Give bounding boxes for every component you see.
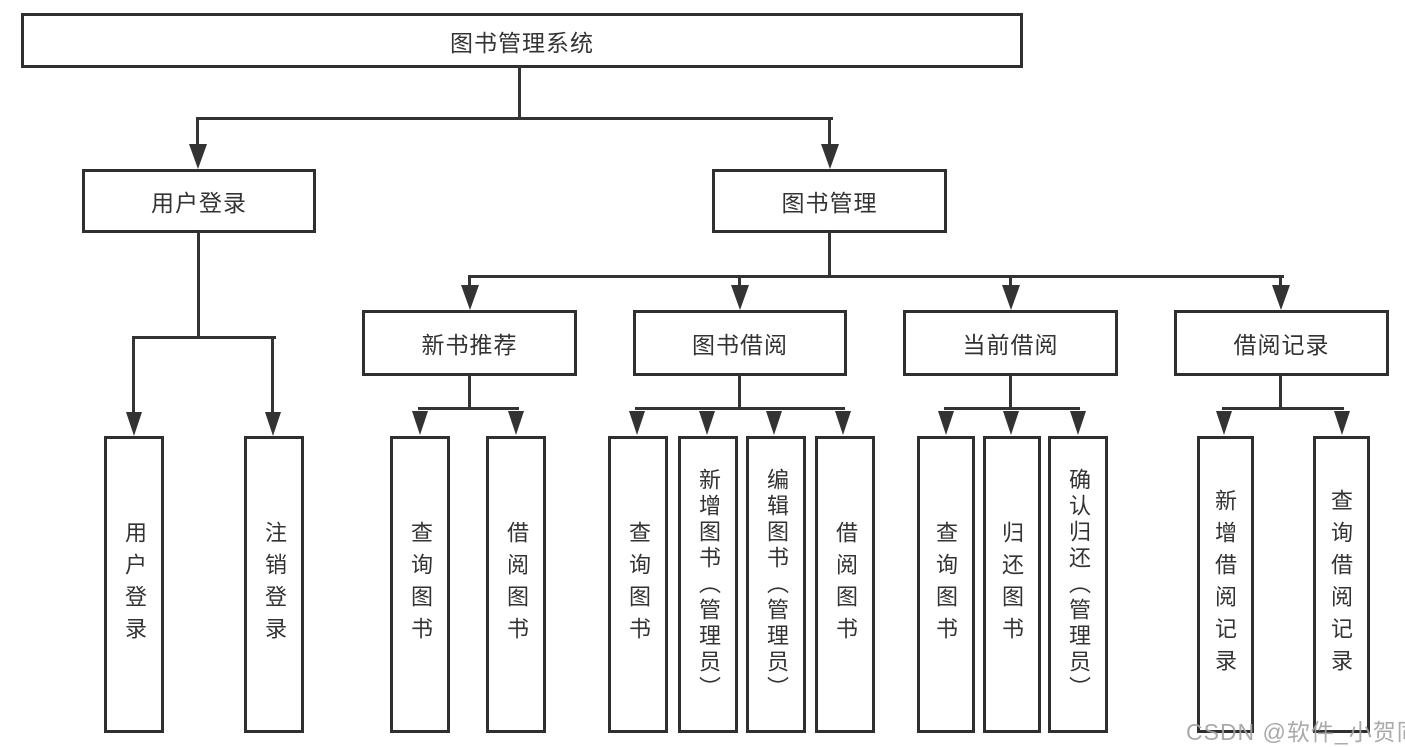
leaf-borrow-books-2: 借阅图书: [815, 436, 875, 733]
connector-stub: [738, 374, 741, 410]
leaf-user-login: 用户登录: [104, 436, 164, 733]
leaf-confirm-return-admin: 确认归还（管理员）: [1048, 436, 1108, 733]
arrow-down-icon: [1334, 411, 1350, 435]
connector-rail-new-books: [418, 407, 519, 410]
connector-root-stub: [518, 66, 521, 119]
arrow-down-icon: [1070, 411, 1086, 435]
connector-level2-rail: [468, 275, 1284, 278]
leaf-borrow-books-new: 借阅图书: [486, 436, 546, 733]
arrow-down-icon: [629, 411, 645, 435]
leaf-add-borrow-record: 新增借阅记录: [1197, 436, 1254, 733]
connector-drop-level2: [1279, 277, 1282, 289]
connector-rail-borrowing-records: [1222, 407, 1344, 410]
arrow-down-icon: [1272, 285, 1290, 310]
arrow-down-icon: [461, 285, 479, 310]
connector-rail-current-borrowing: [944, 407, 1080, 410]
arrow-down-icon: [821, 144, 839, 169]
arrow-down-icon: [189, 144, 207, 169]
node-new-book-recommendation: 新书推荐: [362, 310, 577, 376]
connector-drop-level2: [738, 277, 741, 289]
arrow-down-icon: [835, 411, 851, 435]
arrow-down-icon: [508, 411, 524, 435]
arrow-down-icon: [699, 411, 715, 435]
node-book-management: 图书管理: [712, 169, 947, 233]
node-user-login: 用户登录: [82, 169, 316, 233]
connector-drop-user-login: [196, 118, 199, 148]
leaf-query-books-current: 查询图书: [917, 436, 975, 733]
connector-book-management-stub: [828, 231, 831, 278]
connector-user-login-rail: [132, 336, 276, 339]
node-borrowing-records: 借阅记录: [1174, 310, 1389, 376]
arrow-down-icon: [265, 412, 281, 436]
leaf-query-books-borrow: 查询图书: [608, 436, 668, 733]
connector-rail-book-borrowing: [635, 407, 845, 410]
connector-user-login-stub: [197, 231, 200, 339]
arrow-down-icon: [412, 411, 428, 435]
leaf-query-borrow-record: 查询借阅记录: [1313, 436, 1370, 733]
connector-drop-leaf: [271, 338, 274, 414]
leaf-add-book-admin: 新增图书（管理员）: [678, 436, 738, 733]
connector-drop-level2: [1009, 277, 1012, 289]
connector-level1-rail: [196, 117, 833, 120]
node-library-management-system: 图书管理系统: [21, 13, 1023, 68]
leaf-query-books-new: 查询图书: [390, 436, 450, 733]
leaf-edit-book-admin: 编辑图书（管理员）: [746, 436, 806, 733]
node-current-borrowing: 当前借阅: [903, 310, 1118, 376]
connector-stub: [1009, 374, 1012, 410]
leaf-logout: 注销登录: [244, 436, 304, 733]
arrow-down-icon: [126, 412, 142, 436]
arrow-down-icon: [1003, 411, 1019, 435]
connector-drop-book-management: [828, 118, 831, 148]
arrow-down-icon: [1002, 285, 1020, 310]
arrow-down-icon: [938, 411, 954, 435]
connector-stub: [468, 374, 471, 410]
connector-drop-leaf: [132, 338, 135, 414]
arrow-down-icon: [766, 411, 782, 435]
connector-stub: [1279, 374, 1282, 410]
connector-drop-level2: [468, 277, 471, 289]
leaf-return-books: 归还图书: [983, 436, 1041, 733]
node-book-borrowing: 图书借阅: [633, 310, 847, 376]
watermark-text: CSDN @软件_小贺同学: [1186, 719, 1405, 745]
arrow-down-icon: [1216, 411, 1232, 435]
arrow-down-icon: [731, 285, 749, 310]
